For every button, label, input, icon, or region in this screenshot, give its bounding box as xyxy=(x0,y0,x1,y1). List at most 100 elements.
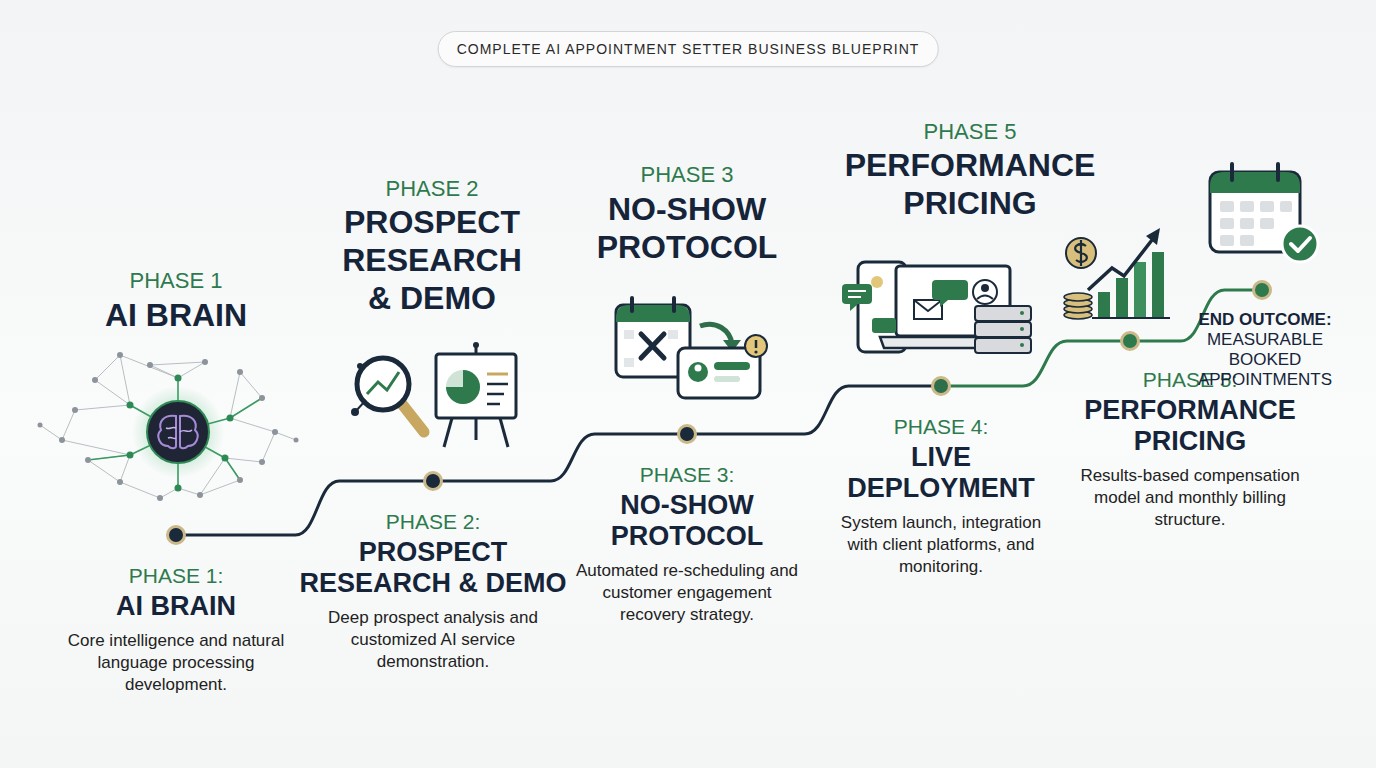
pricing-growth-icon-part xyxy=(1134,262,1146,318)
no-show-icon-part xyxy=(714,362,750,370)
brain-network-icon-part-part xyxy=(230,418,275,432)
research-demo-icon-part xyxy=(487,403,500,406)
pricing-growth-icon-part xyxy=(1092,317,1170,319)
deployment-devices-icon-part xyxy=(848,296,861,298)
calendar-check-icon-part-part xyxy=(1220,201,1234,212)
phase-label: PHASE 1 xyxy=(66,268,286,294)
research-demo-icon-part xyxy=(446,370,480,404)
brain-network-icon-part-part xyxy=(150,362,205,365)
brain-network-icon-part-part xyxy=(62,440,130,455)
brain-network-icon-part-part xyxy=(230,398,262,418)
brain-network-icon-part-part xyxy=(40,425,62,440)
calendar-check-icon xyxy=(1210,164,1318,262)
no-show-icon-part xyxy=(755,340,758,348)
phase-node: PHASE 2:PROSPECT RESEARCH & DEMODeep pro… xyxy=(293,481,573,673)
phase-title: AI BRAIN xyxy=(56,591,296,622)
brain-network-icon-part-part xyxy=(222,455,229,462)
brain-network-icon-part-part xyxy=(225,458,240,480)
phase-label: PHASE 3 xyxy=(577,162,797,188)
calendar-check-icon-part-part xyxy=(1260,218,1274,229)
brain-network-icon-part-part xyxy=(120,482,160,498)
timeline-dot xyxy=(166,525,186,545)
brain-network-icon-part-part xyxy=(240,372,262,398)
pricing-growth-icon-part xyxy=(1066,238,1096,268)
brain-network-icon-part-part xyxy=(95,380,130,405)
brain-network-icon-part-part xyxy=(88,460,120,482)
deployment-devices-icon-part xyxy=(981,284,989,292)
phase-node: PHASE 4:LIVE DEPLOYMENTSystem launch, in… xyxy=(836,386,1046,578)
brain-network-icon-part-part xyxy=(120,455,130,482)
calendar-check-icon-part-part xyxy=(1240,235,1254,246)
no-show-icon-part xyxy=(678,348,760,398)
research-demo-icon-part xyxy=(487,373,508,376)
brain-network-icon-part-part xyxy=(38,423,43,428)
research-demo-icon-part xyxy=(487,383,508,386)
deployment-devices-icon-part xyxy=(932,280,968,300)
brain-network-icon-part-part xyxy=(120,355,178,378)
calendar-check-icon-part xyxy=(1291,238,1310,251)
phase-label: PHASE 2 xyxy=(322,176,542,202)
research-demo-icon-part xyxy=(402,404,424,432)
calendar-check-icon-part xyxy=(1210,172,1300,193)
calendar-check-icon-part xyxy=(1282,226,1318,262)
brain-network-icon-part-part xyxy=(117,479,123,485)
brain-network-icon-part xyxy=(158,416,176,449)
phase-node: PHASE 3:NO-SHOW PROTOCOLAutomated re-sch… xyxy=(572,434,802,626)
brain-network-icon-part-part xyxy=(127,452,134,459)
no-show-icon-part xyxy=(624,330,678,367)
research-demo-icon-part xyxy=(357,363,363,369)
deployment-devices-icon-part xyxy=(1020,311,1024,315)
brain-network-icon-part-part xyxy=(237,477,243,483)
pricing-growth-icon-part xyxy=(1116,278,1128,318)
phase-label: PHASE 5 xyxy=(860,119,1080,145)
phase-description: Deep prospect analysis and customized AI… xyxy=(293,607,573,673)
brain-network-icon xyxy=(38,352,299,501)
research-demo-icon-part xyxy=(500,418,508,447)
brain-network-icon-part-part xyxy=(92,377,98,383)
brain-network-icon-part-part xyxy=(95,355,120,380)
calendar-check-icon-part-part xyxy=(1280,201,1292,212)
brain-network-icon-part-part xyxy=(230,398,262,418)
brain-network-icon-part-part xyxy=(120,355,130,405)
deployment-devices-icon-part xyxy=(975,306,1031,321)
timeline-dot xyxy=(423,471,443,491)
timeline-dot xyxy=(1252,280,1272,300)
phase-label: PHASE 1: xyxy=(56,563,296,589)
phase-title: PERFORMANCE PRICING xyxy=(1080,395,1300,457)
brain-network-icon-part-part xyxy=(178,362,205,378)
calendar-check-icon-part xyxy=(1276,164,1280,180)
calendar-check-icon-part-part xyxy=(1240,201,1254,212)
research-demo-icon-part xyxy=(475,418,478,440)
no-show-icon-part xyxy=(745,335,767,357)
brain-network-icon-part-part xyxy=(237,369,243,375)
research-demo-icon-part xyxy=(444,418,452,447)
phase-label: PHASE 2: xyxy=(293,509,573,535)
deployment-devices-icon-part xyxy=(872,318,896,333)
brain-network-icon-part-part xyxy=(175,375,182,382)
deployment-devices-icon-part xyxy=(842,284,872,304)
phase-description: Core intelligence and natural language p… xyxy=(56,630,296,696)
calendar-check-icon-part-part xyxy=(1260,201,1274,212)
no-show-icon-part xyxy=(688,362,708,382)
deployment-devices-icon-part xyxy=(975,322,1031,337)
deployment-devices-icon-part xyxy=(1020,327,1024,331)
phase-node: PHASE 5:PERFORMANCE PRICINGResults-based… xyxy=(1080,341,1300,531)
brain-network-icon-part-part xyxy=(197,492,203,498)
phase-label: PHASE 3: xyxy=(572,462,802,488)
brain-network-icon-part-part xyxy=(200,480,240,495)
phase-heading: PROSPECT RESEARCH & DEMO xyxy=(332,203,532,317)
brain-network-icon-part-part xyxy=(59,437,65,443)
deployment-devices-icon-part xyxy=(1020,343,1024,347)
deployment-devices-icon-part xyxy=(975,338,1031,353)
brain-network-icon-part-part xyxy=(127,402,134,409)
timeline-dot xyxy=(677,424,697,444)
outcome-node: END OUTCOME:MEASURABLE BOOKED APPOINTMEN… xyxy=(1192,290,1338,390)
pricing-growth-icon-part-part xyxy=(1064,293,1092,301)
brain-network-icon-part-part xyxy=(272,429,278,435)
phase-title: NO-SHOW PROTOCOL xyxy=(572,490,802,552)
no-show-icon-part xyxy=(630,298,634,311)
research-demo-icon-part xyxy=(446,370,480,404)
deployment-devices-icon-part xyxy=(973,280,997,304)
brain-network-icon-part xyxy=(88,378,262,488)
